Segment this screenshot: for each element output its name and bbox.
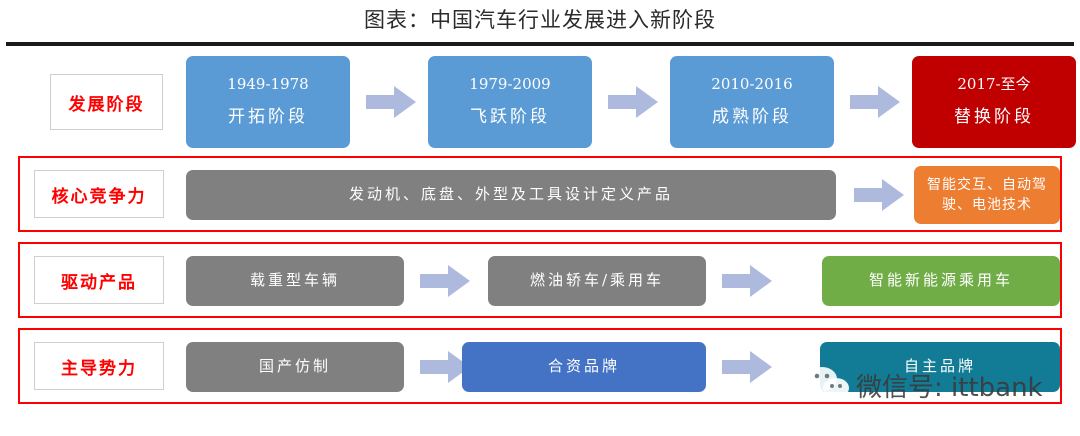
arrow-right-icon-r4-2	[722, 351, 772, 383]
stage-box-2[interactable]: 1979-2009 飞跃阶段	[428, 56, 592, 148]
stage-box-2-period: 1979-2009	[469, 75, 551, 94]
product-box-2[interactable]: 燃油轿车/乘用车	[488, 256, 706, 306]
competence-box-new[interactable]: 智能交互、自动驾 驶、电池技术	[914, 166, 1060, 224]
stage-box-3-period: 2010-2016	[711, 75, 793, 94]
product-box-2-text: 燃油轿车/乘用车	[529, 271, 665, 290]
stage-box-4[interactable]: 2017-至今 替换阶段	[912, 56, 1076, 148]
stage-box-3-name: 成熟阶段	[712, 107, 792, 128]
row-label-text: 驱动产品	[61, 272, 137, 293]
force-box-2[interactable]: 合资品牌	[462, 342, 706, 392]
arrow-right-icon-r1-3	[850, 86, 900, 118]
stage-box-3[interactable]: 2010-2016 成熟阶段	[670, 56, 834, 148]
product-box-1[interactable]: 载重型车辆	[186, 256, 404, 306]
force-box-1-text: 国产仿制	[258, 357, 331, 376]
arrow-right-icon-r1-1	[366, 86, 416, 118]
competence-box-new-line1: 智能交互、自动驾	[927, 176, 1047, 193]
stage-box-1[interactable]: 1949-1978 开拓阶段	[186, 56, 350, 148]
force-box-1[interactable]: 国产仿制	[186, 342, 404, 392]
force-box-3[interactable]: 自主品牌	[820, 342, 1060, 392]
arrow-right-icon-r3-1	[420, 265, 470, 297]
stage-box-1-period: 1949-1978	[227, 75, 309, 94]
competence-box-new-line2: 驶、电池技术	[942, 197, 1032, 213]
row-label-development-stage: 发展阶段	[50, 74, 163, 130]
row-label-driving-product: 驱动产品	[34, 256, 164, 304]
competence-box-legacy-text: 发动机、底盘、外型及工具设计定义产品	[348, 185, 673, 204]
stage-box-2-name: 飞跃阶段	[470, 107, 550, 128]
arrow-right-icon-r4-1	[420, 351, 470, 383]
stage-box-4-name: 替换阶段	[954, 107, 1034, 128]
stage-box-1-name: 开拓阶段	[228, 107, 308, 128]
row-label-dominant-force: 主导势力	[34, 342, 164, 390]
competence-box-legacy[interactable]: 发动机、底盘、外型及工具设计定义产品	[186, 170, 836, 220]
arrow-right-icon-r3-2	[722, 265, 772, 297]
stage-box-4-period: 2017-至今	[957, 75, 1031, 94]
row-label-text: 发展阶段	[68, 94, 145, 115]
arrow-right-icon-r2-1	[854, 179, 904, 211]
product-box-3[interactable]: 智能新能源乘用车	[822, 256, 1060, 306]
page-title: 图表：中国汽车行业发展进入新阶段	[364, 8, 716, 32]
force-box-2-text: 合资品牌	[547, 357, 620, 376]
row-driving-product: 驱动产品 载重型车辆 燃油轿车/乘用车 智能新能源乘用车	[18, 242, 1062, 318]
force-box-3-text: 自主品牌	[903, 357, 976, 376]
product-box-1-text: 载重型车辆	[249, 271, 340, 290]
product-box-3-text: 智能新能源乘用车	[868, 271, 1013, 290]
row-label-text: 主导势力	[61, 358, 137, 379]
row-label-text: 核心竞争力	[51, 186, 147, 207]
row-core-competence: 核心竞争力 发动机、底盘、外型及工具设计定义产品 智能交互、自动驾 驶、电池技术	[18, 156, 1062, 232]
row-development-stage: 发展阶段 1949-1978 开拓阶段 1979-2009 飞跃阶段 2010-…	[18, 56, 1076, 148]
title-divider	[6, 42, 1074, 46]
arrow-right-icon-r1-2	[608, 86, 658, 118]
row-label-core-competence: 核心竞争力	[34, 170, 164, 218]
row-dominant-force: 主导势力 国产仿制 合资品牌 自主品牌	[18, 328, 1062, 404]
